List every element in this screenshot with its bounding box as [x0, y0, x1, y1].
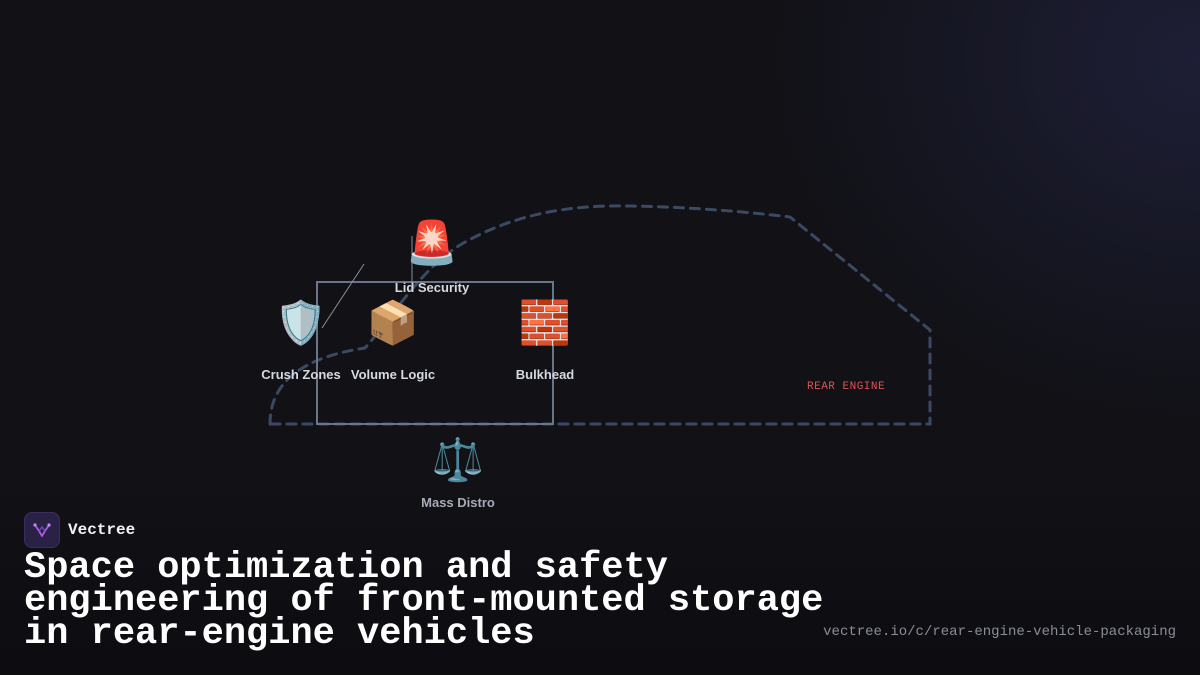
frunk-box [316, 281, 554, 425]
vectree-logo-icon [24, 512, 60, 548]
crush-pointer-line [321, 263, 365, 329]
brand: Vectree [24, 512, 135, 548]
page-url: vectree.io/c/rear-engine-vehicle-packagi… [823, 624, 1176, 640]
page-title: Space optimization and safety engineerin… [24, 547, 824, 655]
node-label: Mass Distro [421, 495, 495, 510]
node-label: Bulkhead [515, 367, 575, 382]
node-label: Crush Zones [261, 367, 341, 382]
node-mass-distro: ⚖️ Mass Distro [398, 435, 518, 510]
node-label: Lid Security [394, 280, 470, 295]
car-outline [268, 204, 932, 426]
package-icon: 📦 [366, 298, 420, 347]
node-bulkhead: 🧱 Bulkhead [485, 298, 605, 382]
node-crush-zones: 🛡️ Crush Zones [241, 298, 361, 382]
brand-name: Vectree [68, 521, 136, 539]
node-label: Volume Logic [350, 367, 436, 382]
scales-icon: ⚖️ [431, 435, 485, 484]
node-volume-logic: 📦 Volume Logic [333, 298, 453, 382]
siren-icon: 🚨 [405, 218, 459, 267]
rear-engine-label: REAR ENGINE [807, 381, 886, 393]
shield-icon: 🛡️ [274, 298, 328, 347]
node-lid-security: 🚨 Lid Security [372, 218, 492, 295]
brick-icon: 🧱 [518, 298, 572, 347]
